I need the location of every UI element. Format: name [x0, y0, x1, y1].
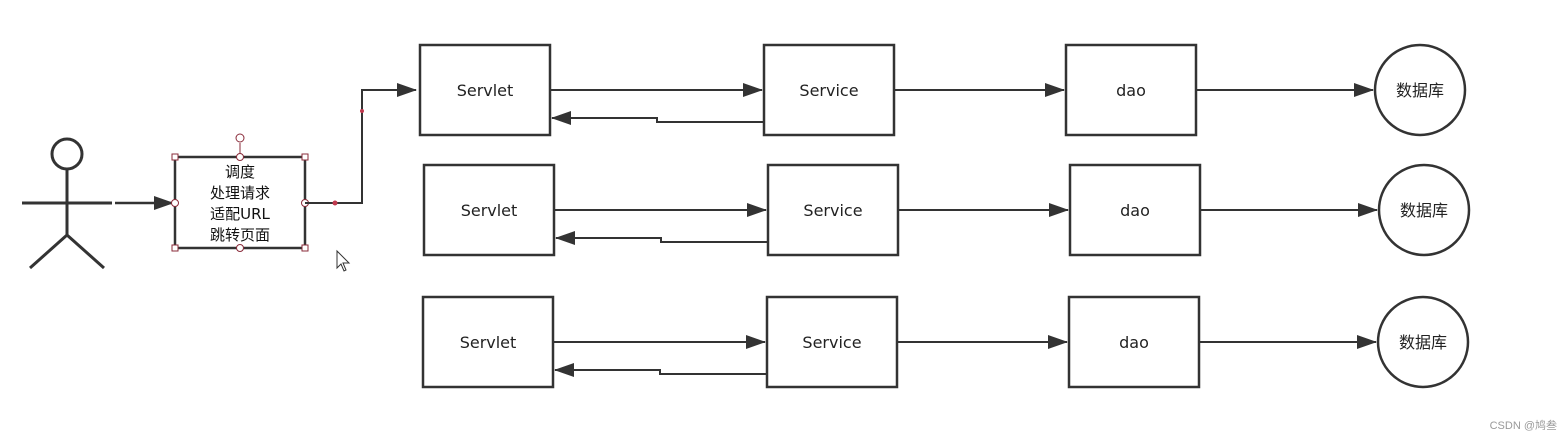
database-label: 数据库	[1399, 333, 1447, 352]
service-to-servlet-arrow[interactable]	[551, 111, 764, 125]
servlet-box[interactable]	[421, 295, 555, 389]
database-circle[interactable]	[1373, 43, 1467, 137]
dispatcher-box[interactable]: 调度 处理请求 适配URL 跳转页面	[171, 133, 309, 252]
connect-point-bottom[interactable]	[236, 244, 244, 252]
mouse-cursor-icon	[336, 249, 351, 272]
dispatcher-to-servlet-connector[interactable]	[305, 83, 417, 204]
servlet-box[interactable]	[422, 163, 556, 257]
dispatcher-line-3: 适配URL	[210, 205, 270, 223]
dao-label: dao	[1116, 81, 1146, 100]
database-circle[interactable]	[1377, 163, 1471, 257]
servlet-box[interactable]	[418, 43, 552, 137]
dao-label: dao	[1119, 333, 1149, 352]
dispatcher-line-1: 调度	[225, 163, 255, 181]
actor-figure	[22, 137, 112, 270]
actor-head	[50, 137, 84, 171]
actor-right-leg	[66, 233, 105, 270]
dispatcher-line-2: 处理请求	[210, 184, 270, 202]
dao-box[interactable]	[1067, 295, 1201, 389]
dao-box[interactable]	[1068, 163, 1202, 257]
resize-handle-sw[interactable]	[171, 244, 179, 252]
resize-handle-nw[interactable]	[171, 153, 179, 161]
service-label: Service	[803, 201, 862, 220]
service-label: Service	[802, 333, 861, 352]
dao-label: dao	[1120, 201, 1150, 220]
row-3: Servlet Service dao 数据库	[421, 295, 1470, 389]
database-circle[interactable]	[1376, 295, 1470, 389]
dispatcher-line-4: 跳转页面	[210, 226, 270, 244]
watermark-text: CSDN @鸠叁	[1489, 420, 1557, 432]
servlet-label: Servlet	[457, 81, 514, 100]
service-label: Service	[799, 81, 858, 100]
connector-waypoint-1[interactable]	[332, 200, 338, 206]
database-label: 数据库	[1400, 201, 1448, 220]
service-box[interactable]	[762, 43, 896, 137]
dao-box[interactable]	[1064, 43, 1198, 137]
resize-handle-ne[interactable]	[301, 153, 309, 161]
connect-point-left[interactable]	[171, 199, 179, 207]
service-box[interactable]	[766, 163, 900, 257]
service-to-servlet-arrow[interactable]	[554, 363, 767, 377]
connect-point-top[interactable]	[236, 153, 244, 161]
actor-left-leg	[29, 233, 68, 270]
servlet-label: Servlet	[460, 333, 517, 352]
database-label: 数据库	[1396, 81, 1444, 100]
connector-waypoint-2[interactable]	[360, 109, 364, 113]
resize-handle-se[interactable]	[301, 244, 309, 252]
row-1: Servlet Service dao 数据库	[418, 43, 1467, 137]
row-2: Servlet Service dao 数据库	[422, 163, 1471, 257]
service-box[interactable]	[765, 295, 899, 389]
servlet-label: Servlet	[461, 201, 518, 220]
service-to-servlet-arrow[interactable]	[555, 231, 768, 245]
rotate-handle[interactable]	[235, 133, 245, 143]
